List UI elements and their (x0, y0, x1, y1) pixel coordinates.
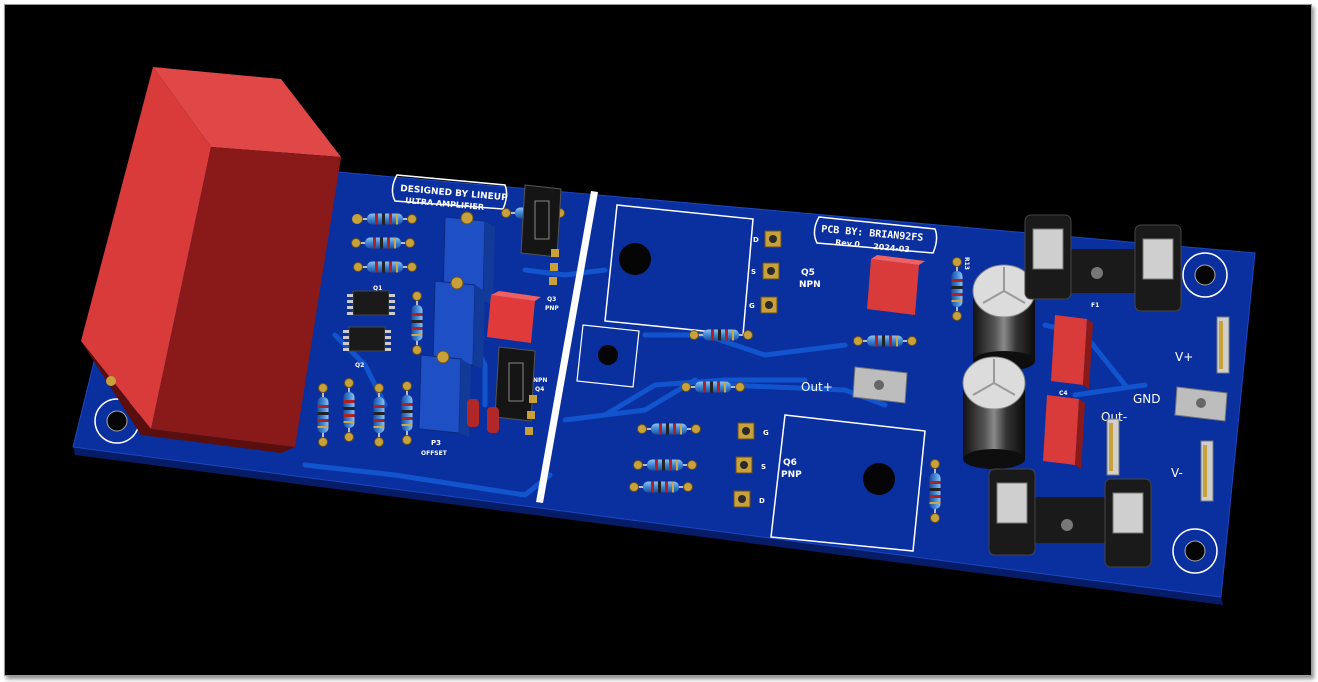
v-plus-terminal[interactable] (1216, 316, 1230, 374)
diode[interactable] (487, 407, 499, 433)
q5-pin-d-label: D (753, 236, 759, 244)
pcb-by-label-box (813, 216, 938, 254)
transistor-q3[interactable] (520, 184, 562, 285)
out-plus-terminal[interactable] (852, 366, 908, 404)
q6-pin-g-label: G (763, 429, 769, 437)
v-minus-label: V- (1171, 466, 1183, 480)
p3-label: P3 (431, 439, 441, 447)
film-capacitor-c4[interactable] (1051, 315, 1093, 389)
gnd-label: GND (1133, 392, 1161, 406)
gnd-terminal[interactable] (1174, 386, 1228, 422)
heatsink-slot (536, 191, 598, 503)
q2-label: Q2 (355, 362, 364, 369)
q6-pad-g[interactable] (737, 422, 755, 440)
trimmer-pot-p2[interactable] (432, 276, 485, 369)
large-film-capacitor[interactable] (81, 67, 341, 453)
q6-type-label: PNP (781, 470, 802, 480)
q5-type-label: NPN (799, 280, 821, 290)
c4-label: C4 (1059, 390, 1068, 397)
edge-pad (352, 214, 362, 224)
fuse-holder-bottom[interactable] (988, 468, 1152, 568)
q5-label: Q5 (801, 268, 815, 278)
date-text: 2024-03 (873, 242, 910, 254)
film-capacitor-c5[interactable] (1043, 395, 1085, 469)
out-minus-terminal[interactable] (1106, 418, 1120, 476)
v-plus-label: V+ (1175, 350, 1193, 364)
p3-name-label: OFFSET (421, 450, 448, 457)
f1-label: F1 (1091, 302, 1099, 309)
q6-mount-hole (863, 463, 895, 495)
q5-pad-s[interactable] (762, 262, 780, 280)
transistor-q4[interactable] (494, 346, 537, 435)
revision-text: Rev.0 (835, 238, 861, 249)
q6-pad-d[interactable] (733, 490, 751, 508)
pcb-board-edge (73, 447, 1223, 605)
q5-pad-g[interactable] (760, 296, 778, 314)
q6-pad-s[interactable] (735, 456, 753, 474)
mounting-hole (1182, 252, 1228, 298)
diode[interactable] (467, 399, 479, 427)
out-plus-label: Out+ (801, 380, 833, 394)
q1-label: Q1 (373, 285, 382, 292)
r13-label: R13 (963, 257, 970, 270)
electrolytic-capacitor-bottom[interactable] (962, 356, 1026, 469)
q5-pad-d[interactable] (764, 230, 782, 248)
ic-q2[interactable] (343, 326, 391, 352)
q5-pin-g-label: G (749, 302, 755, 310)
q5-mount-hole (619, 243, 651, 275)
q3-label: Q3 (547, 296, 556, 303)
pcb-3d-viewport[interactable]: DESIGNED BY LINEUP ULTRA AMPLIFIER PCB B… (4, 4, 1312, 676)
mounting-hole (1172, 528, 1218, 574)
q6-footprint (770, 414, 926, 552)
q3-type-label: PNP (545, 305, 559, 312)
ic-q1[interactable] (347, 290, 395, 316)
q4-label: Q4 (535, 386, 544, 393)
film-capacitor-small[interactable] (487, 291, 541, 343)
q6-pin-s-label: S (761, 463, 766, 471)
electrolytic-capacitor-top[interactable] (972, 264, 1036, 371)
film-capacitor-c1[interactable] (867, 255, 925, 315)
pcb-render[interactable]: DESIGNED BY LINEUP ULTRA AMPLIFIER PCB B… (5, 5, 1311, 675)
insulator-hole (598, 345, 618, 365)
q6-pin-d-label: D (759, 497, 765, 505)
q6-label: Q6 (783, 458, 797, 468)
insulator-footprint (576, 324, 640, 388)
q5-pin-s-label: S (751, 268, 756, 276)
edge-pad (106, 376, 116, 386)
v-minus-terminal[interactable] (1200, 440, 1214, 502)
trimmer-pot-p3[interactable] (418, 350, 471, 437)
fuse-holder-top[interactable] (1024, 214, 1182, 312)
q4-type-label: NPN (533, 377, 547, 384)
